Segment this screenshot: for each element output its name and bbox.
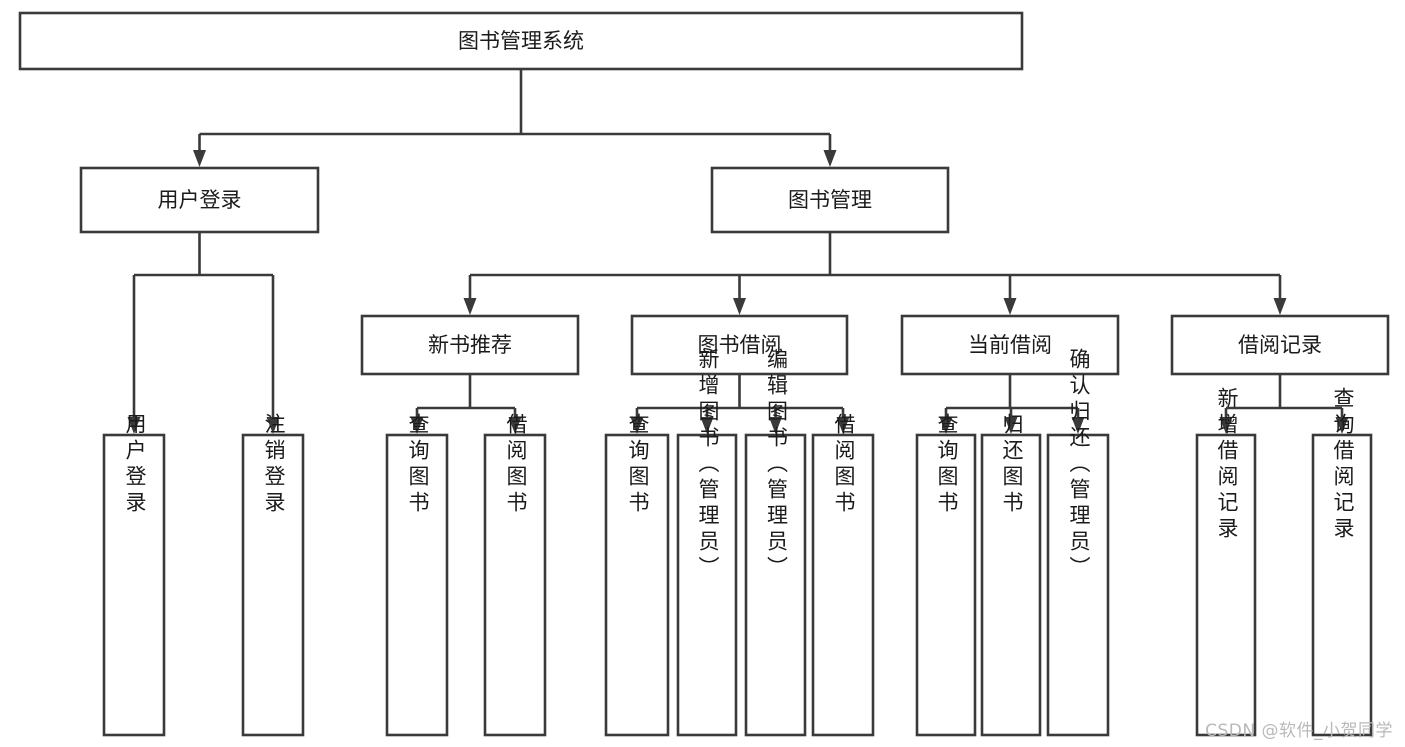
node-l-user-login[interactable]: 用户登录: [102, 413, 166, 737]
arrow-head-icon: [1273, 298, 1287, 315]
node-label: 图书管理系统: [458, 29, 584, 53]
node-box: [980, 433, 1042, 737]
arrow-head-icon: [939, 417, 953, 434]
node-label: 确认归还（管理员）: [1067, 348, 1091, 582]
node-label: 图书管理: [788, 188, 872, 212]
arrow-head-icon: [823, 150, 837, 167]
arrow-head-icon: [1004, 417, 1018, 434]
node-label: 归还图书: [1000, 413, 1024, 517]
nodes-layer: 图书管理系统用户登录图书管理新书推荐图书借阅当前借阅借阅记录用户登录注销登录查询…: [18, 11, 1390, 737]
node-l-return-book[interactable]: 归还图书: [980, 413, 1042, 737]
node-box: [744, 433, 807, 737]
node-box: [18, 11, 1024, 71]
arrow-head-icon: [1335, 417, 1349, 434]
arrow-head-icon: [1071, 417, 1085, 434]
node-box: [811, 433, 875, 737]
arrow-head-icon: [410, 417, 424, 434]
arrow-head-icon: [266, 417, 280, 434]
edges-layer: [127, 69, 1349, 434]
arrow-head-icon: [127, 417, 141, 434]
node-label: 查询图书: [406, 413, 430, 517]
node-box: [1311, 433, 1373, 737]
node-l-user-logout[interactable]: 注销登录: [241, 413, 305, 737]
node-l-query-book-3[interactable]: 查询图书: [915, 413, 977, 737]
node-label: 编辑图书（管理员）: [765, 348, 789, 582]
node-box: [483, 433, 547, 737]
node-box: [900, 314, 1120, 376]
node-box: [915, 433, 977, 737]
node-box: [1046, 433, 1110, 737]
node-l-borrow-book-2[interactable]: 借阅图书: [811, 413, 875, 737]
arrow-head-icon: [193, 150, 206, 167]
arrow-head-icon: [463, 298, 477, 315]
node-box: [630, 314, 849, 376]
node-label: 借阅图书: [832, 413, 856, 517]
node-l-query-book-1[interactable]: 查询图书: [385, 413, 449, 737]
node-l-query-record[interactable]: 查询借阅记录: [1311, 387, 1373, 737]
node-box: [102, 433, 166, 737]
node-box: [385, 433, 449, 737]
node-root[interactable]: 图书管理系统: [18, 11, 1024, 71]
node-l-confirm-return[interactable]: 确认归还（管理员）: [1046, 348, 1110, 737]
node-l-add-record[interactable]: 新增借阅记录: [1195, 387, 1257, 737]
arrow-head-icon: [836, 417, 850, 434]
node-label: 查询图书: [626, 413, 650, 517]
node-n-user-login[interactable]: 用户登录: [79, 166, 320, 234]
arrow-head-icon: [630, 417, 644, 434]
arrow-head-icon: [508, 417, 522, 434]
node-label: 用户登录: [123, 413, 147, 517]
node-l-add-book[interactable]: 新增图书（管理员）: [676, 348, 738, 737]
node-n-new-rec[interactable]: 新书推荐: [360, 314, 580, 376]
arrow-head-icon: [1219, 417, 1233, 434]
node-label: 新书推荐: [428, 333, 512, 357]
node-label: 图书借阅: [698, 333, 782, 357]
node-box: [676, 433, 738, 737]
arrow-head-icon: [1003, 298, 1017, 315]
node-label: 新增借阅记录: [1215, 387, 1239, 543]
node-label: 借阅图书: [504, 413, 528, 517]
node-n-record[interactable]: 借阅记录: [1170, 314, 1390, 376]
node-l-edit-book[interactable]: 编辑图书（管理员）: [744, 348, 807, 737]
node-box: [710, 166, 950, 234]
node-label: 查询借阅记录: [1331, 387, 1355, 543]
node-box: [241, 433, 305, 737]
arrow-head-icon: [733, 298, 746, 315]
node-box: [1195, 433, 1257, 737]
node-n-current[interactable]: 当前借阅: [900, 314, 1120, 376]
node-box: [604, 433, 670, 737]
node-label: 查询图书: [935, 413, 959, 517]
node-label: 当前借阅: [968, 333, 1052, 357]
node-label: 注销登录: [262, 413, 286, 517]
node-label: 借阅记录: [1238, 333, 1322, 357]
node-box: [79, 166, 320, 234]
node-label: 用户登录: [158, 188, 242, 212]
arrow-head-icon: [700, 417, 714, 434]
node-label: 新增图书（管理员）: [696, 348, 720, 582]
arrow-head-icon: [769, 417, 782, 434]
node-box: [1170, 314, 1390, 376]
node-l-borrow-book-1[interactable]: 借阅图书: [483, 413, 547, 737]
node-n-book-mgmt[interactable]: 图书管理: [710, 166, 950, 234]
node-n-borrow[interactable]: 图书借阅: [630, 314, 849, 376]
node-box: [360, 314, 580, 376]
node-l-query-book-2[interactable]: 查询图书: [604, 413, 670, 737]
